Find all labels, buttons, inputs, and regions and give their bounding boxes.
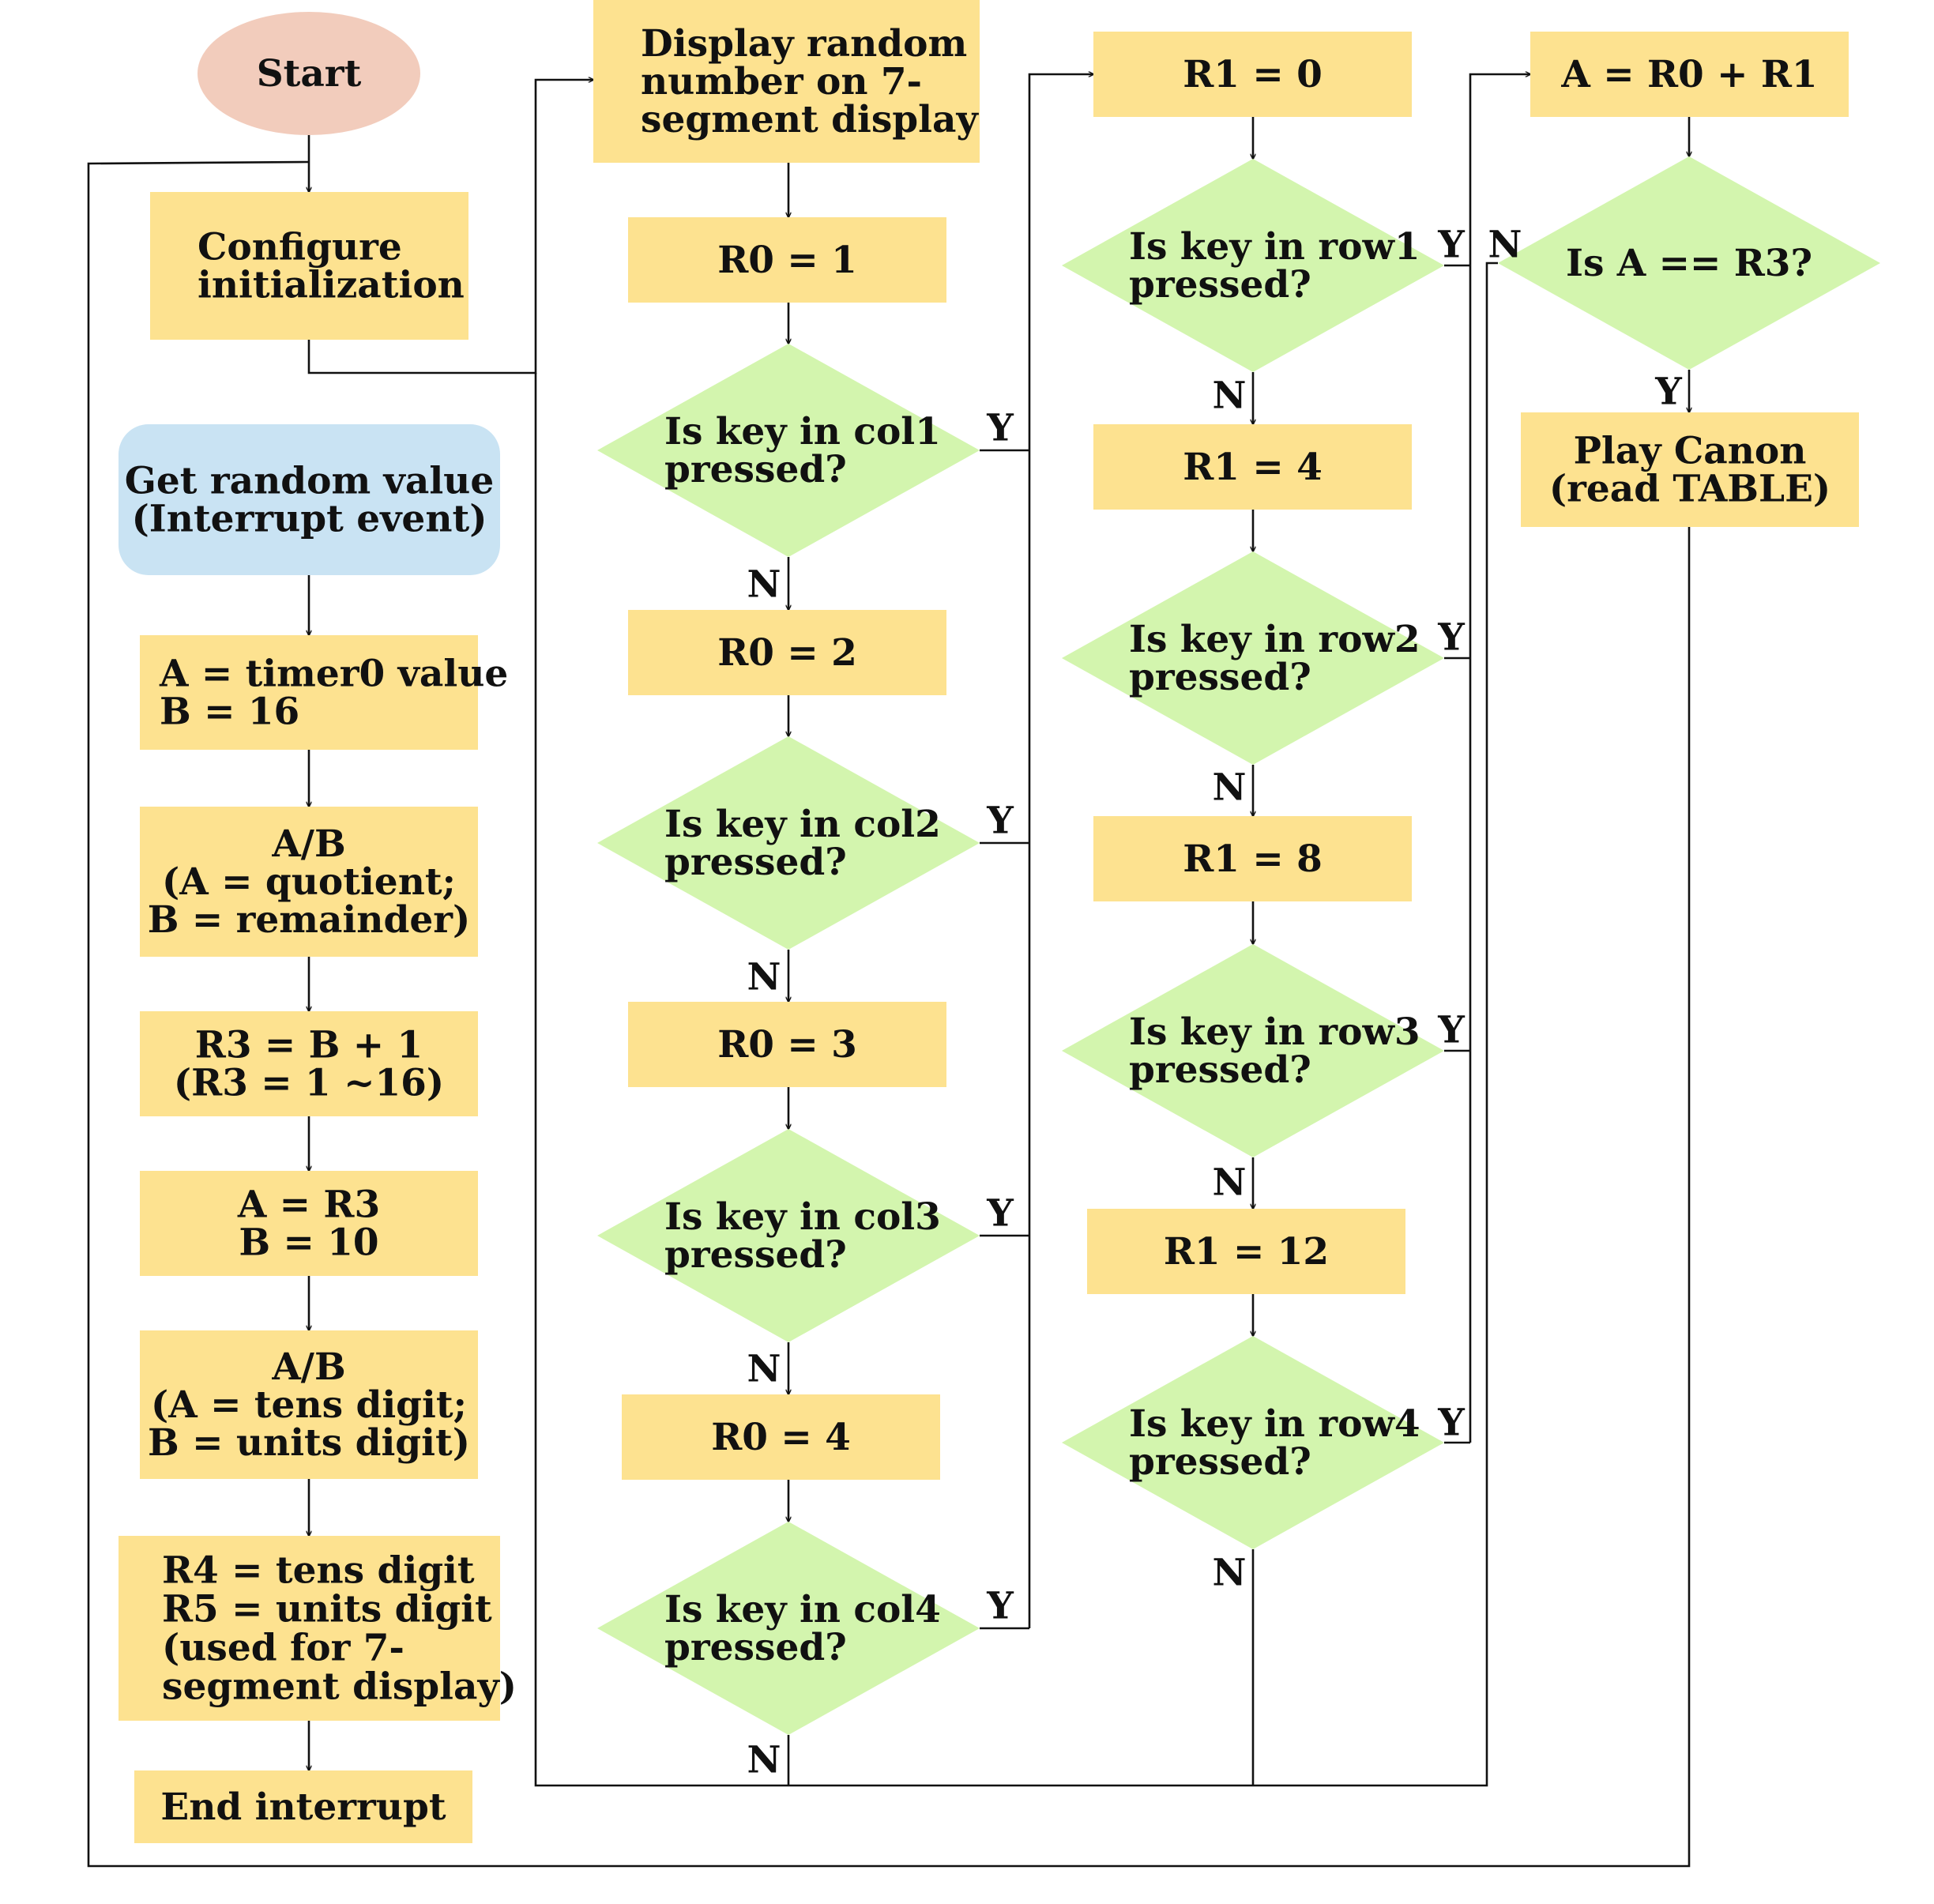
configure-init-box	[150, 192, 468, 340]
play-canon-box	[1521, 412, 1859, 527]
r0-3-label: R0 = 3	[717, 1023, 857, 1067]
col3-no-label: N	[747, 1348, 781, 1391]
is-a-r3-decision	[1498, 156, 1880, 370]
r1-8-label: R1 = 8	[1183, 837, 1323, 881]
col4-decision	[597, 1522, 980, 1735]
col3-yes-label: Y	[986, 1192, 1014, 1236]
col2-no-label: N	[747, 956, 781, 999]
r0-2-box	[628, 610, 946, 695]
retry-loop-line	[534, 262, 1498, 1787]
end-interrupt-label: End interrupt	[160, 1785, 446, 1829]
r1-4-label: R1 = 4	[1183, 446, 1323, 489]
r3-calc-box	[140, 1011, 478, 1116]
row3-decision	[1062, 944, 1444, 1157]
r1-8-box	[1093, 816, 1412, 901]
compare-no-label: N	[1488, 224, 1522, 267]
get-random-label: Get random value(Interrupt event)	[125, 459, 495, 540]
row-yes-bus-line	[1469, 74, 1530, 1443]
r0-2-label: R0 = 2	[717, 631, 857, 675]
main-loop-return-line	[87, 160, 1691, 1868]
row2-yes-label: Y	[1437, 616, 1465, 660]
play-canon-label: Play Canon(read TABLE)	[1549, 429, 1831, 510]
r1-12-label: R1 = 12	[1164, 1230, 1329, 1274]
r4-r5-box	[119, 1536, 500, 1721]
row1-no-label: N	[1213, 374, 1247, 418]
col1-no-label: N	[747, 563, 781, 607]
start-label: Start	[257, 52, 362, 96]
col1-yes-label: Y	[986, 407, 1014, 450]
r0-3-box	[628, 1002, 946, 1087]
row1-decision	[1062, 159, 1444, 372]
r0-1-box	[628, 217, 946, 303]
start-terminal	[198, 12, 420, 135]
div-10-box	[140, 1330, 478, 1479]
row3-no-label: N	[1213, 1161, 1247, 1205]
a-sum-label: A = R0 + R1	[1560, 53, 1817, 96]
r0-4-label: R0 = 4	[711, 1416, 851, 1459]
col4-no-label: N	[747, 1739, 781, 1782]
row4-decision	[1062, 1336, 1444, 1549]
col3-decision	[597, 1129, 980, 1342]
col2-yes-label: Y	[986, 800, 1014, 843]
div-16-box	[140, 807, 478, 957]
row4-yes-label: Y	[1437, 1402, 1465, 1445]
div-10-label: A/B(A = tens digit;B = units digit)	[148, 1345, 470, 1465]
display-random-box	[593, 0, 980, 163]
r0-4-box	[622, 1394, 940, 1480]
col1-decision	[597, 344, 980, 557]
end-interrupt-box	[134, 1770, 472, 1843]
connector-lines	[87, 74, 1691, 1868]
row3-yes-label: Y	[1437, 1009, 1465, 1052]
row2-decision	[1062, 551, 1444, 765]
a-sum-box	[1530, 32, 1849, 117]
get-random-box	[119, 424, 500, 575]
div-16-label: A/B(A = quotient;B = remainder)	[148, 822, 470, 942]
a-timer0-box	[140, 635, 478, 750]
r3-calc-label: R3 = B + 1(R3 = 1 ~16)	[174, 1023, 444, 1104]
compare-yes-label: Y	[1654, 371, 1682, 414]
r1-0-label: R1 = 0	[1183, 53, 1323, 96]
col4-yes-label: Y	[986, 1585, 1014, 1628]
row4-no-label: N	[1213, 1552, 1247, 1595]
row1-yes-label: Y	[1437, 224, 1465, 267]
col2-decision	[597, 736, 980, 950]
r1-4-box	[1093, 424, 1412, 510]
r1-12-box	[1087, 1209, 1405, 1294]
a-r3-box	[140, 1171, 478, 1276]
r1-0-box	[1093, 32, 1412, 117]
row2-no-label: N	[1213, 766, 1247, 810]
col-yes-bus-line	[1028, 74, 1093, 1628]
is-a-r3-label: Is A == R3?	[1566, 242, 1812, 285]
r0-1-label: R0 = 1	[717, 239, 857, 282]
